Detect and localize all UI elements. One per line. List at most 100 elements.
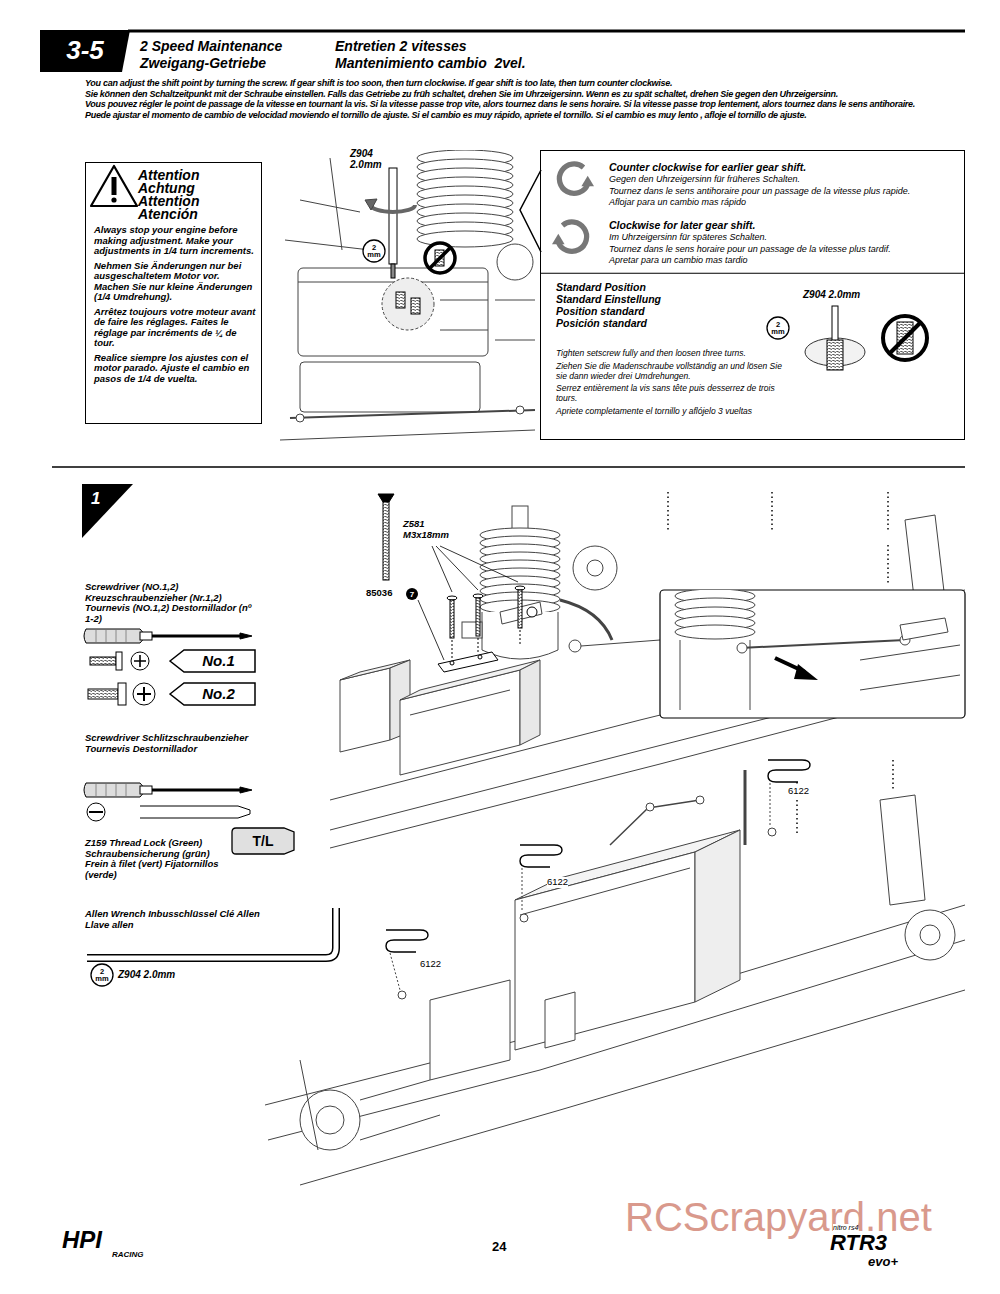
tool-size-icon-outline xyxy=(767,317,789,339)
chassis-illustration xyxy=(587,560,603,576)
gearbox-illustration xyxy=(497,244,533,280)
gearbox-illustration xyxy=(298,268,488,356)
cw-icon xyxy=(558,222,586,251)
ccw-icon xyxy=(581,176,594,187)
screwdriver-tip-outline xyxy=(170,650,255,672)
screw-no1 xyxy=(90,657,116,665)
step-marker-outline xyxy=(82,484,133,538)
step-marker: 1 xyxy=(82,484,133,538)
servo-mount-parts xyxy=(515,586,525,590)
flat-screwdriver xyxy=(84,783,252,821)
adjustment-text: Gegen den Uhrzeigersinn für früheres Sch… xyxy=(609,174,954,185)
chassis-illustration xyxy=(569,640,581,652)
servo-mount-parts xyxy=(450,600,454,638)
setscrew-detail xyxy=(883,316,927,360)
phillips-screwdriver xyxy=(152,635,240,638)
tool-part-number: Z904 2.0mm xyxy=(803,289,860,301)
body-clip xyxy=(386,760,810,952)
tool-caption: Z159 Thread Lock (Green) Schraubensicher… xyxy=(85,838,227,880)
body-clip xyxy=(520,845,562,867)
gearbox-illustration xyxy=(280,150,535,440)
setscrew-detail xyxy=(889,322,921,354)
chassis-illustration xyxy=(545,992,575,1048)
model-logo: evo+ xyxy=(868,1255,898,1269)
screw-no1 xyxy=(134,655,146,667)
part-number: 6122 xyxy=(788,786,809,797)
chassis-illustration xyxy=(300,1090,360,1150)
instruction-text: You can adjust the shift point by turnin… xyxy=(85,78,965,89)
detail-inset xyxy=(675,590,960,710)
servo-mount-parts xyxy=(473,594,483,598)
adjustment-box: Counter clockwise for earlier gear shift… xyxy=(540,150,965,440)
chassis-illustration xyxy=(610,800,700,845)
chassis-illustration xyxy=(797,760,893,835)
chassis-illustration xyxy=(398,991,406,999)
quantity: 7 xyxy=(410,590,414,599)
warning-text: Attention Achtung Attention Atención xyxy=(138,169,258,221)
adjustment-text: Ziehen Sie die Madenschraube vollständig… xyxy=(556,362,791,382)
tool-size-icon-outline xyxy=(363,240,385,262)
chassis-illustration xyxy=(696,796,704,804)
screwdriver-tip-outline xyxy=(170,683,255,705)
chassis-illustration xyxy=(581,640,660,646)
servo-mount-parts xyxy=(450,661,454,665)
header-rule xyxy=(128,30,965,33)
screw-no1 xyxy=(131,652,149,670)
chassis-illustration xyxy=(512,506,528,530)
callout-pointer xyxy=(520,170,541,252)
servo-mount-parts xyxy=(452,630,520,660)
ccw-icon xyxy=(559,164,594,193)
thread-lock-tube: T/L xyxy=(232,828,294,854)
instruction-text: Puede ajustar el momento de cambio de ve… xyxy=(85,110,965,121)
flat-screwdriver xyxy=(96,784,126,796)
section-number: 3-5 xyxy=(66,36,104,66)
detail-inset xyxy=(794,664,818,680)
gearbox-illustration xyxy=(365,199,377,210)
warning-text: Nehmen Sie Änderungen nur bei ausgeschal… xyxy=(94,261,256,303)
header-rule xyxy=(128,31,965,32)
gearbox-illustration xyxy=(389,168,397,264)
detail-inset xyxy=(660,589,965,718)
servo-mount-parts xyxy=(418,600,444,660)
box-separator xyxy=(541,273,964,274)
screw-no2 xyxy=(88,689,118,699)
chassis-illustration xyxy=(265,760,965,1185)
screw-z581 xyxy=(378,494,394,502)
callout-pointer xyxy=(520,170,541,252)
detail-inset xyxy=(900,618,948,640)
screw-no1 xyxy=(90,652,149,670)
thread-lock-tube-outline xyxy=(232,828,294,854)
part-number: 6122 xyxy=(420,959,441,970)
section-divider xyxy=(52,466,965,468)
servo-mount-parts xyxy=(432,546,518,592)
adjustment-section: Z904 2.0mmZ904 2.0mmAttention Achtung At… xyxy=(0,150,1000,470)
chassis-illustration xyxy=(390,783,770,990)
servo-mount-parts xyxy=(418,546,537,672)
body-clip xyxy=(768,760,810,782)
chassis-illustration xyxy=(744,770,747,845)
chassis-illustration xyxy=(300,990,965,1185)
section-title: 2 Speed Maintenance xyxy=(140,38,282,54)
gearbox-illustration xyxy=(300,362,480,412)
screw-no2 xyxy=(133,683,155,705)
servo-mount-parts xyxy=(478,655,482,659)
chassis-illustration xyxy=(400,670,520,775)
part-number: 85036 xyxy=(366,588,392,599)
detail-inset xyxy=(740,640,905,648)
brand-logo: RACING xyxy=(112,1250,144,1259)
adjustment-text: Aflojar para un cambio mas rápido xyxy=(609,197,954,208)
chassis-illustration xyxy=(520,914,528,922)
detail-inset xyxy=(675,625,755,639)
chassis-illustration xyxy=(880,795,925,905)
screw-no2 xyxy=(137,687,151,701)
flat-screwdriver xyxy=(89,811,103,813)
model-logo: RTR3 xyxy=(830,1232,887,1254)
adjustment-text: Tighten setscrew fully and then loosen t… xyxy=(556,349,791,359)
flat-screwdriver xyxy=(84,783,144,797)
warning-triangle xyxy=(91,166,137,206)
tool-size-icon: 2 mm xyxy=(90,963,114,987)
flat-screwdriver xyxy=(87,803,105,821)
detail-inset xyxy=(737,643,747,653)
instruction-text: Vous pouvez régler le point de passage d… xyxy=(85,99,965,110)
tube-label: T/L xyxy=(253,833,274,849)
